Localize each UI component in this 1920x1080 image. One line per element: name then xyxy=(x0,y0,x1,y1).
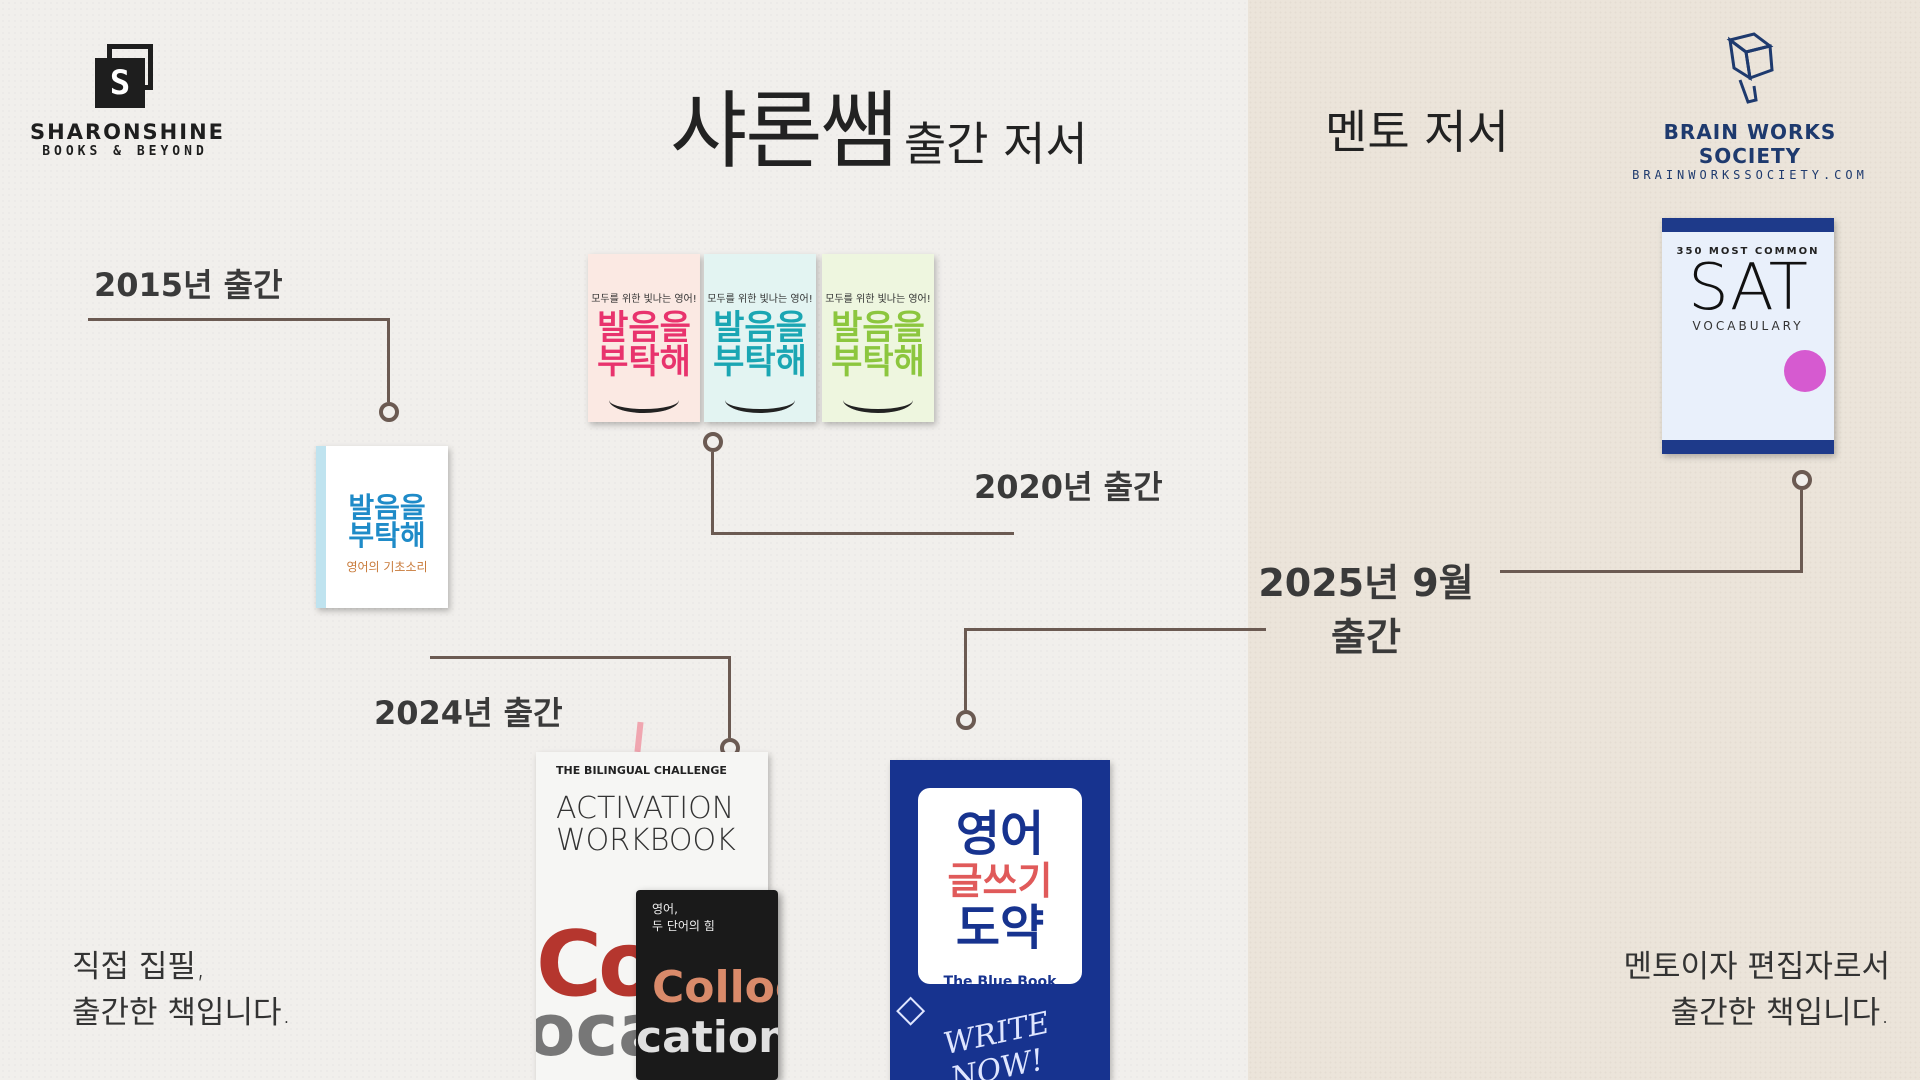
sharonshine-logo-mark: S xyxy=(93,44,157,108)
year-label-2024: 2024년 출간 xyxy=(374,694,563,732)
connector-2025-sat-v xyxy=(1800,490,1803,572)
right-panel-background xyxy=(1248,0,1920,1080)
connector-2020-v xyxy=(711,452,714,534)
diamond-icon: ◇ xyxy=(896,986,926,1030)
connector-2015-dot xyxy=(379,402,399,422)
connector-2025-sat-dot xyxy=(1792,470,1812,490)
book-cover-2020-green: 모두를 위한 빛나는 영어! 발음을 부탁해 xyxy=(822,254,934,422)
year-label-2020: 2020년 출간 xyxy=(974,468,1163,506)
caption-right: 멘토이자 편집자로서 출간한 책입니다. xyxy=(1623,949,1890,1031)
brain-cube-icon xyxy=(1726,32,1774,104)
caption-left: 직접 집필, 출간한 책입니다. xyxy=(72,949,292,1031)
connector-2025-blue-dot xyxy=(956,710,976,730)
student-approved-stamp xyxy=(1784,350,1826,392)
year-label-2025: 2025년 9월 출간 xyxy=(1258,561,1474,659)
connector-2020-h xyxy=(711,532,1014,535)
page-title-suffix: 출간 저서 xyxy=(903,117,1088,171)
connector-2024-h xyxy=(430,656,730,659)
left-panel-background xyxy=(0,0,1248,1080)
brain-works-society-url: BRAINWORKSSOCIETY.COM xyxy=(1632,168,1868,182)
page-title-name: 샤론쌤 xyxy=(670,82,898,180)
connector-2020-dot xyxy=(703,432,723,452)
book-cover-2015: 발음을 부탁해 영어의 기초소리 xyxy=(316,446,448,608)
sharonshine-logo-sub: BOOKS & BEYOND xyxy=(42,144,208,159)
connector-2025-blue-v xyxy=(964,628,967,710)
sharonshine-logo: S SHARONSHINE BOOKS & BEYOND xyxy=(30,44,225,159)
book-cover-2020-teal: 모두를 위한 빛나는 영어! 발음을 부탁해 xyxy=(704,254,816,422)
mentor-section-title: 멘토 저서 xyxy=(1325,105,1509,159)
book-cover-sat-vocabulary: 350 MOST COMMON SAT VOCABULARY xyxy=(1662,218,1834,454)
book-cover-2020-pink: 모두를 위한 빛나는 영어! 발음을 부탁해 xyxy=(588,254,700,422)
book-cover-2025-blue-book: 영어 글쓰기 도약 The Blue Book ◇ WRITE NOW! xyxy=(890,760,1110,1080)
connector-2015-h xyxy=(88,318,390,321)
connector-2015-v xyxy=(387,318,390,402)
year-label-2015: 2015년 출간 xyxy=(94,266,283,304)
blue-book-title-card: 영어 글쓰기 도약 xyxy=(918,788,1082,984)
brain-works-society-name: BRAIN WORKS SOCIETY xyxy=(1663,120,1837,168)
connector-2025-blue-h xyxy=(964,628,1266,631)
sharonshine-logo-name: SHARONSHINE xyxy=(30,120,225,144)
connector-2024-v xyxy=(728,656,731,738)
connector-2025-sat-h xyxy=(1500,570,1803,573)
brain-works-society-logo: BRAIN WORKS SOCIETY BRAINWORKSSOCIETY.CO… xyxy=(1610,30,1890,182)
